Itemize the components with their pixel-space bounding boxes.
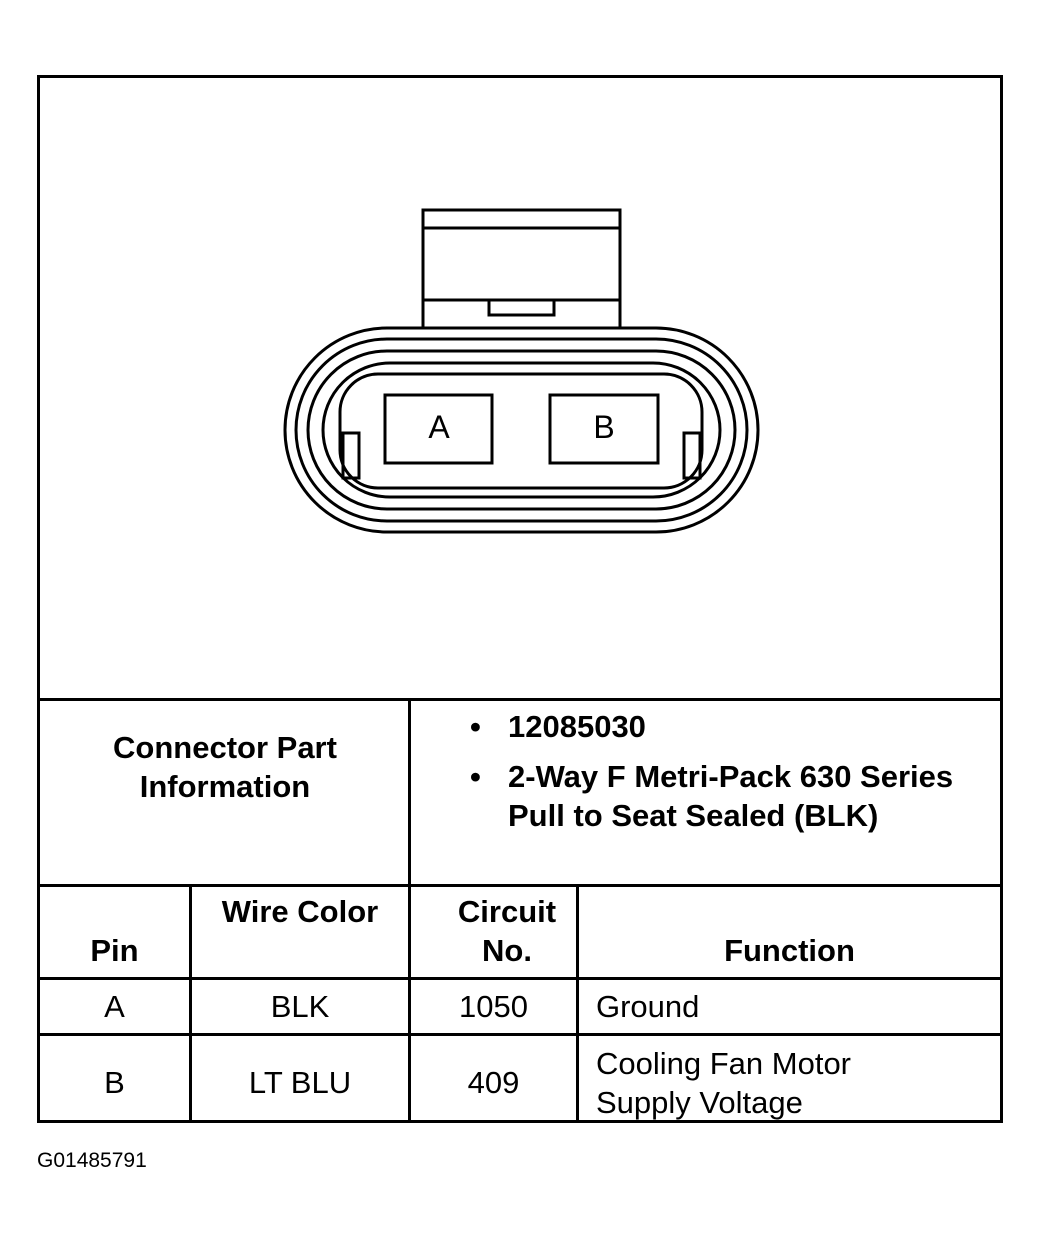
part-description: 2-Way F Metri-Pack 630 Series Pull to Se…: [508, 759, 954, 833]
part-number: 12085030: [508, 709, 646, 744]
pin-label-b: B: [593, 409, 615, 445]
column-divider: [576, 884, 579, 1123]
side-latch-right: [682, 431, 702, 480]
divider-line: [408, 698, 411, 1123]
row-b-circuit: 409: [467, 1065, 520, 1100]
side-latch-left: [341, 431, 361, 480]
header-circuit: Circuit No.: [457, 894, 557, 968]
bullet-icon: •: [470, 709, 481, 744]
pin-cavity-a: [383, 393, 494, 465]
connector-shell-outer: [283, 326, 760, 534]
pin-label-a: A: [428, 409, 450, 445]
part-info-list: • 12085030 • 2-Way F Metri-Pack 630 Seri…: [470, 707, 990, 846]
row-b-function: Cooling Fan Motor Supply Voltage: [596, 1046, 852, 1120]
header-pin: Pin: [90, 933, 139, 968]
connector-outline: [283, 208, 760, 534]
connector-face-drawing: A B: [40, 78, 1000, 698]
bullet-icon: •: [470, 759, 481, 794]
column-divider: [189, 884, 192, 1123]
row-b-pin: B: [104, 1065, 125, 1100]
row-divider: [40, 1033, 1000, 1036]
header-function: Function: [724, 933, 855, 968]
row-a-wire-color: BLK: [270, 989, 330, 1024]
pin-cavity-b: [548, 393, 660, 465]
figure-id: G01485791: [37, 1149, 147, 1172]
diagram-frame: A B Connector Part Information • 1208503…: [37, 75, 1003, 1123]
header-wire-color: Wire Color: [221, 894, 379, 929]
row-a-circuit: 1050: [459, 989, 528, 1024]
row-b-wire-color: LT BLU: [248, 1065, 352, 1100]
divider-line: [40, 698, 1000, 701]
part-info-item: • 2-Way F Metri-Pack 630 Series Pull to …: [470, 757, 990, 835]
table-top-line: [40, 884, 1000, 887]
part-info-item: • 12085030: [470, 707, 990, 746]
row-a-pin: A: [104, 989, 125, 1024]
row-a-function: Ground: [596, 989, 700, 1024]
part-info-title: Connector Part Information: [113, 730, 337, 804]
header-bottom-line: [40, 977, 1000, 980]
